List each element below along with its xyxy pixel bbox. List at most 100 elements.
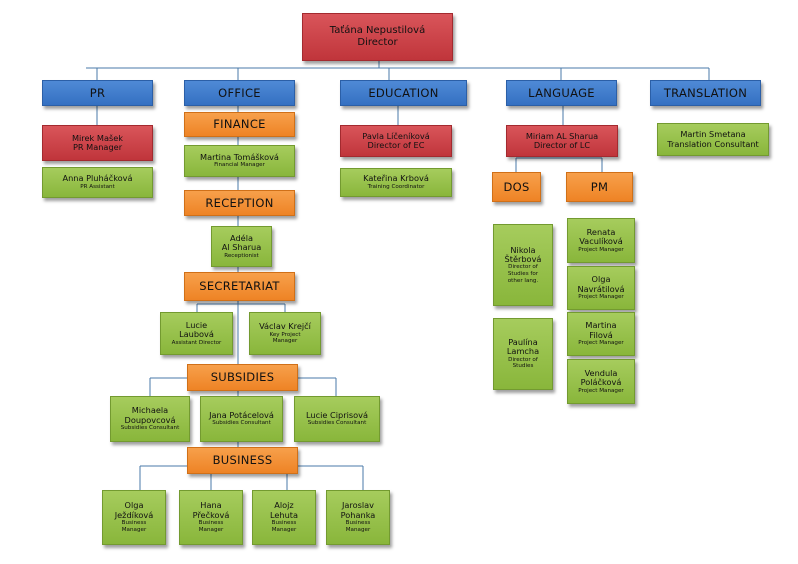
person-name: Olga bbox=[591, 274, 611, 285]
person-name: Michaela bbox=[131, 405, 169, 416]
person-title: other lang. bbox=[507, 277, 539, 284]
person-name: Anna Pluháčková bbox=[62, 173, 133, 184]
section-label: RECEPTION bbox=[205, 195, 274, 210]
person-name: Lucie Ciprisová bbox=[306, 409, 368, 420]
person-name: Navrátilová bbox=[577, 283, 625, 294]
person-name: Filová bbox=[589, 329, 613, 340]
person-name: Renata bbox=[586, 226, 616, 237]
person-name: Adéla bbox=[230, 232, 253, 243]
person-name: Pohanka bbox=[340, 509, 376, 520]
person-title: Business bbox=[271, 520, 297, 527]
person-name: Martina bbox=[585, 320, 617, 331]
section-reception: RECEPTION bbox=[184, 190, 295, 216]
person-title: Studies bbox=[512, 363, 534, 370]
department-office: OFFICE bbox=[184, 80, 295, 106]
person-name: Alojz bbox=[274, 500, 294, 511]
person-title: Manager bbox=[271, 526, 297, 533]
person-title: Director of bbox=[508, 356, 538, 363]
person-name: Hana bbox=[200, 500, 222, 511]
person-title: Project Manager bbox=[578, 340, 624, 347]
person-name: Mirek Mašek bbox=[71, 132, 124, 143]
person-name: Vaculíková bbox=[579, 236, 623, 247]
person-title: Manager bbox=[198, 526, 224, 533]
person-title: Studies for bbox=[507, 271, 539, 278]
person-name: Pavla Líčeníková bbox=[362, 130, 430, 141]
section-label: BUSINESS bbox=[212, 453, 273, 468]
person-title: Receptionist bbox=[224, 252, 259, 259]
person-title: Key Project bbox=[269, 331, 301, 338]
person-name: Jaroslav bbox=[341, 500, 375, 511]
person-title: Director of LC bbox=[533, 140, 591, 150]
person-title: Manager bbox=[121, 526, 147, 533]
section-label: SUBSIDIES bbox=[210, 370, 275, 385]
person-name: Laubová bbox=[179, 329, 214, 340]
department-label: TRANSLATION bbox=[663, 85, 748, 100]
person-title: Project Manager bbox=[578, 246, 624, 253]
person-title: Financial Manager bbox=[214, 162, 265, 169]
section-dos: DOS bbox=[492, 172, 541, 202]
person-title: Assistant Director bbox=[171, 339, 222, 346]
person-title: Training Coordinator bbox=[367, 183, 425, 190]
person-title: Business bbox=[198, 520, 224, 527]
person-name: Martina Tomášková bbox=[200, 151, 279, 162]
person-name: Martin Smetana bbox=[680, 129, 746, 140]
person-name: Lucie bbox=[185, 319, 208, 330]
person-title: Translation Consultant bbox=[667, 138, 759, 149]
person-title: Director of bbox=[508, 264, 538, 271]
department-label: PR bbox=[89, 85, 106, 100]
person-name: Přečková bbox=[192, 509, 230, 520]
person-name: Štěrbová bbox=[504, 253, 542, 264]
director-title: Director bbox=[357, 37, 398, 48]
person-name: Vendula bbox=[584, 367, 618, 378]
person-name: Ježdíková bbox=[114, 509, 154, 520]
person-title: PR Assistant bbox=[80, 183, 115, 190]
person-name: Paulína bbox=[508, 336, 538, 347]
person-name: Nikola bbox=[510, 244, 536, 255]
person-title: Business bbox=[345, 520, 371, 527]
department-label: OFFICE bbox=[218, 85, 261, 100]
person-title: Project Manager bbox=[578, 387, 624, 394]
section-pm: PM bbox=[566, 172, 633, 202]
person-title: PR Manager bbox=[72, 142, 123, 152]
person-name: Václav Krejčí bbox=[259, 321, 311, 332]
person-name: Lehuta bbox=[269, 509, 299, 520]
person-name: Kateřina Krbová bbox=[363, 173, 429, 184]
person-title: Subsidies Consultant bbox=[307, 420, 367, 427]
section-label: DOS bbox=[503, 179, 530, 194]
person-name: Miriam AL Sharua bbox=[525, 130, 599, 141]
department-label: EDUCATION bbox=[368, 85, 439, 100]
director-name: Taťána Nepustilová bbox=[329, 24, 426, 36]
person-title: Subsidies Consultant bbox=[120, 425, 180, 432]
person-title: Manager bbox=[345, 526, 371, 533]
person-title: Manager bbox=[272, 338, 298, 345]
department-education: EDUCATION bbox=[340, 80, 467, 106]
section-finance: FINANCE bbox=[184, 112, 295, 137]
person-name: Al Sharua bbox=[221, 242, 262, 253]
person-title: Subsidies Consultant bbox=[212, 420, 271, 427]
section-business: BUSINESS bbox=[187, 447, 298, 474]
section-label: PM bbox=[590, 179, 609, 194]
person-title: Project Manager bbox=[578, 294, 624, 301]
person-name: Doupovcová bbox=[124, 414, 176, 425]
section-label: FINANCE bbox=[213, 117, 266, 132]
